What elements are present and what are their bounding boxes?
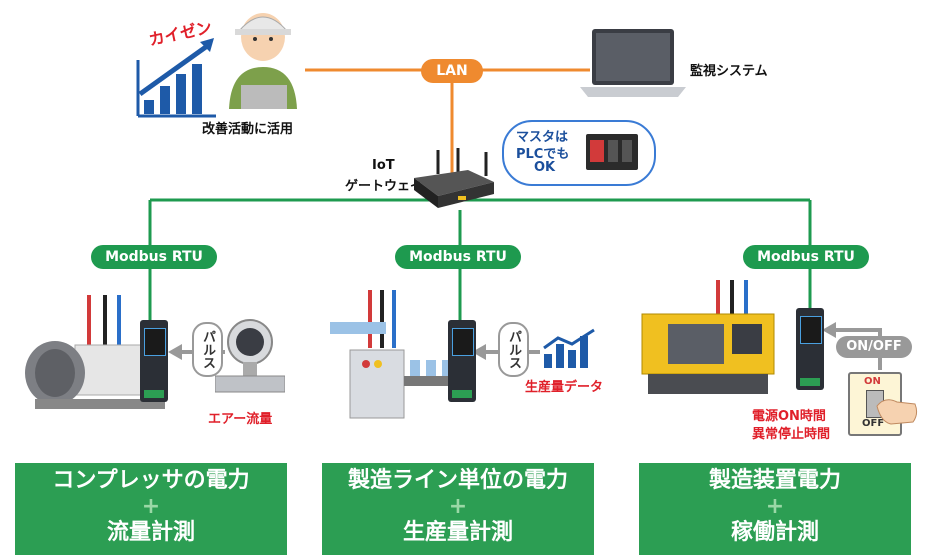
- bubble-line-1: マスタは: [516, 130, 569, 145]
- summary-box-1: コンプレッサの電力 + 流量計測: [15, 463, 287, 555]
- summary-box-1-title: コンプレッサの電力: [52, 468, 250, 493]
- summary-box-3-sub: 稼働計測: [730, 520, 819, 545]
- summary-box-2-title: 製造ライン単位の電力: [347, 468, 568, 493]
- onoff-badge: ON/OFF: [836, 336, 912, 358]
- bubble-line-2: PLCでも: [516, 147, 570, 162]
- summary-box-1-sub: 流量計測: [106, 520, 195, 545]
- summary-box-3-title: 製造装置電力: [708, 468, 841, 493]
- laptop-icon: [578, 25, 688, 100]
- power-meter-2: [448, 320, 476, 402]
- summary-box-2-plus: +: [448, 494, 468, 519]
- bubble-line-3: OK: [534, 160, 556, 175]
- air-flow-label: エアー流量: [208, 412, 273, 427]
- power-on-time-label: 電源ON時間: [752, 409, 826, 424]
- gateway-label-line2: ゲートウェイ: [345, 179, 424, 194]
- compressor-icon: [15, 295, 175, 415]
- summary-box-3: 製造装置電力 + 稼働計測: [639, 463, 911, 555]
- production-line-icon: [330, 290, 460, 425]
- worker-icon: [215, 5, 310, 110]
- switch-on-label: ON: [864, 376, 881, 387]
- power-meter-3: [796, 308, 824, 390]
- summary-box-1-plus: +: [141, 494, 161, 519]
- switch-off-label: OFF: [862, 418, 885, 429]
- improvement-label: 改善活動に活用: [202, 122, 294, 137]
- production-data-label: 生産量データ: [525, 380, 604, 395]
- monitor-label: 監視システム: [690, 64, 768, 79]
- modbus-rtu-badge-1: Modbus RTU: [91, 245, 217, 269]
- summary-box-3-plus: +: [765, 494, 785, 519]
- plc-icon: [586, 134, 638, 170]
- summary-box-2-sub: 生産量計測: [402, 520, 513, 545]
- iot-gateway-icon: [408, 148, 498, 210]
- modbus-rtu-badge-3: Modbus RTU: [743, 245, 869, 269]
- pulse-label-2: パルス: [498, 322, 529, 377]
- summary-box-2: 製造ライン単位の電力 + 生産量計測: [322, 463, 594, 555]
- power-meter-1: [140, 320, 168, 402]
- gateway-label-line1: IoT: [372, 158, 395, 173]
- plc-speech-bubble: マスタは PLCでも OK: [502, 120, 656, 186]
- machine-tool-icon: [638, 280, 778, 400]
- kaizen-chart-icon: [130, 20, 230, 120]
- pulse-label-1: パルス: [192, 322, 223, 377]
- lan-badge: LAN: [421, 59, 483, 83]
- abnormal-stop-label: 異常停止時間: [752, 427, 831, 442]
- flow-meter-icon: [214, 318, 286, 398]
- modbus-rtu-badge-2: Modbus RTU: [395, 245, 521, 269]
- hand-icon: [875, 392, 919, 428]
- production-chart-icon: [540, 328, 602, 370]
